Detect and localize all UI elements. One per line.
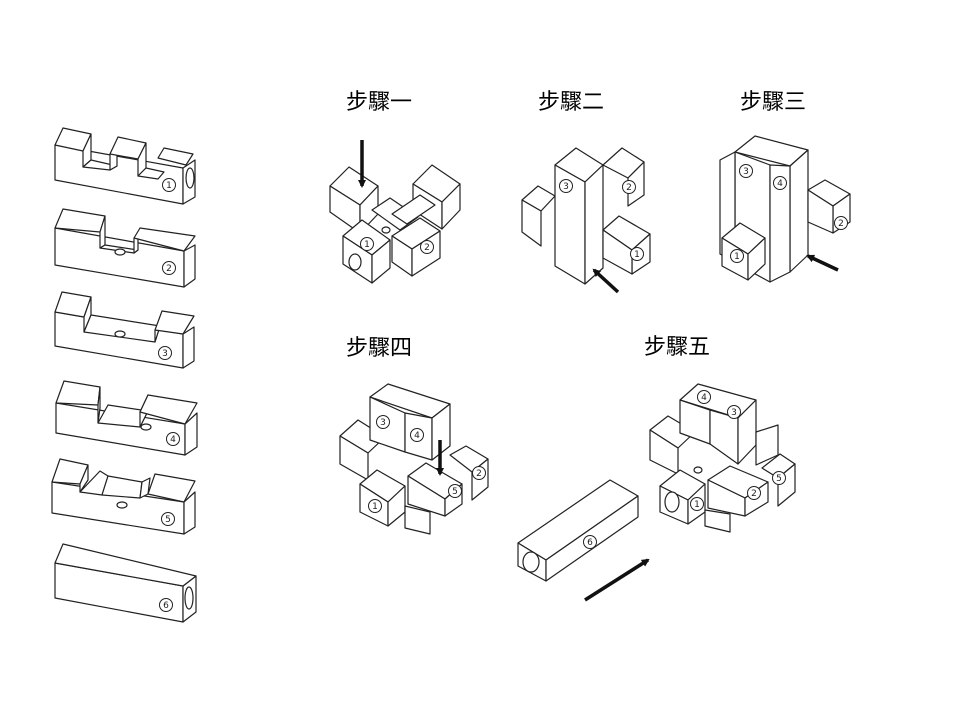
piece-label-circle [161,512,175,526]
piece-label-circle [448,484,462,498]
piece-label-circle [697,390,711,404]
piece-3 [54,291,195,369]
step5-label-4: 4 [701,393,707,403]
step-2-arrow [592,268,620,294]
piece-5 [51,458,196,535]
piece-label-circle [166,432,180,446]
step3-label-2: 2 [838,219,844,229]
step4-label-2: 2 [476,469,482,479]
step-1-assembly [329,164,461,284]
piece-label-circle [730,249,744,263]
step-4-title: 步驟四 [346,336,413,361]
step5-label-2: 2 [751,489,757,499]
step4-label-5: 5 [452,487,458,497]
piece-label-circle [834,216,848,230]
piece-label-circle [583,535,597,549]
step-3-title: 步驟三 [740,90,807,115]
piece-4-number: 4 [170,435,176,445]
piece-label-circle [360,237,374,251]
step3-label-4: 4 [777,179,783,189]
step4-label-1: 1 [372,502,378,512]
step2-label-3: 3 [563,182,569,192]
piece-label-circle [472,466,486,480]
piece-label-circle [410,428,424,442]
step5-label-6: 6 [587,538,593,548]
step-4-assembly [339,383,489,535]
piece-4 [55,380,198,456]
step3-label-3: 3 [743,167,749,177]
piece-label-circle [772,471,786,485]
step-5-piece-6 [517,479,639,582]
piece-3-number: 3 [162,349,168,359]
step1-label-1: 1 [364,240,370,250]
step-5-assembly [649,383,796,533]
step-2-title: 步驟二 [538,90,605,115]
step5-label-5: 5 [776,474,782,484]
step3-label-1: 1 [734,252,740,262]
step4-label-3: 3 [380,418,386,428]
step-3-arrow [806,254,839,272]
piece-2-number: 2 [166,264,172,274]
piece-1 [54,127,196,205]
step2-label-2: 2 [626,183,632,193]
piece-1-number: 1 [166,181,172,191]
step5-label-1: 1 [694,500,700,510]
piece-label-circle [420,240,434,254]
step-3-assembly [719,135,851,283]
piece-label-circle [690,497,704,511]
piece-label-circle [158,346,172,360]
step-1-title: 步驟一 [346,90,413,115]
piece-2 [54,208,196,288]
piece-label-circle [162,178,176,192]
piece-label-circle [159,598,173,612]
piece-label-circle [773,176,787,190]
step-5-title: 步驟五 [644,335,711,360]
piece-label-circle [727,405,741,419]
piece-label-circle [622,180,636,194]
piece-label-circle [376,415,390,429]
piece-label-circle [739,164,753,178]
piece-label-circle [162,261,176,275]
piece-label-circle [747,486,761,500]
step5-label-3: 3 [731,408,737,418]
piece-5-number: 5 [165,515,171,525]
piece-label-circle [559,179,573,193]
step1-label-2: 2 [424,243,430,253]
step-2-assembly [521,147,651,285]
piece-label-circle [368,499,382,513]
piece-6 [54,543,197,623]
step2-label-1: 1 [634,250,640,260]
step4-label-4: 4 [414,431,420,441]
piece-6-number: 6 [163,601,169,611]
step-5-arrow [584,558,650,602]
piece-label-circle [630,247,644,261]
